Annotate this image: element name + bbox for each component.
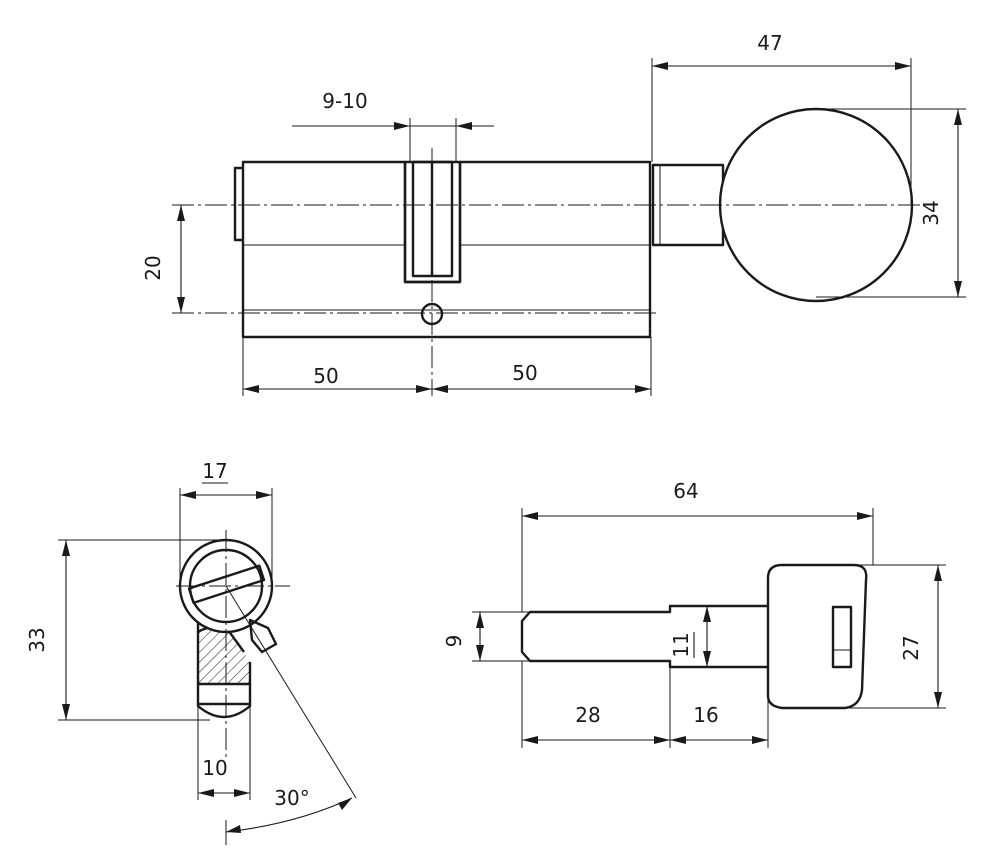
cylinder-profile-view: 17 33 10 30°	[25, 459, 357, 845]
dim-knob-width: 47	[757, 31, 782, 55]
cylinder-top-view: 47 9-10 34 20 50 50	[141, 31, 966, 396]
cylinder-end-tab	[233, 166, 243, 242]
profile-section-hatch	[198, 627, 250, 684]
dim-shoulder-length: 16	[693, 703, 718, 727]
dim-key-length: 64	[673, 479, 698, 503]
dim-angle: 30°	[274, 786, 309, 810]
dim-blade-length: 28	[575, 703, 600, 727]
dim-cam-width: 9-10	[322, 89, 367, 113]
dim-right-length: 50	[512, 361, 537, 385]
dim-left-length: 50	[313, 364, 338, 388]
dim-knob-diameter: 34	[919, 200, 943, 225]
cylinder-body-outline	[241, 160, 652, 339]
angle-reference-line	[225, 585, 357, 799]
dim-profile-height: 33	[25, 627, 49, 652]
dim-profile-bottom: 10	[202, 756, 227, 780]
key-view: 64 9 11 27 28 16	[442, 479, 946, 748]
key-slot	[831, 605, 853, 669]
profile-cam-lever	[248, 618, 278, 654]
dim-profile-width: 17	[202, 459, 227, 483]
dim-step-height: 11	[669, 632, 693, 657]
dim-head-height: 27	[899, 635, 923, 660]
dim-blade-height: 9	[442, 635, 466, 648]
dim-center-offset: 20	[141, 255, 165, 280]
